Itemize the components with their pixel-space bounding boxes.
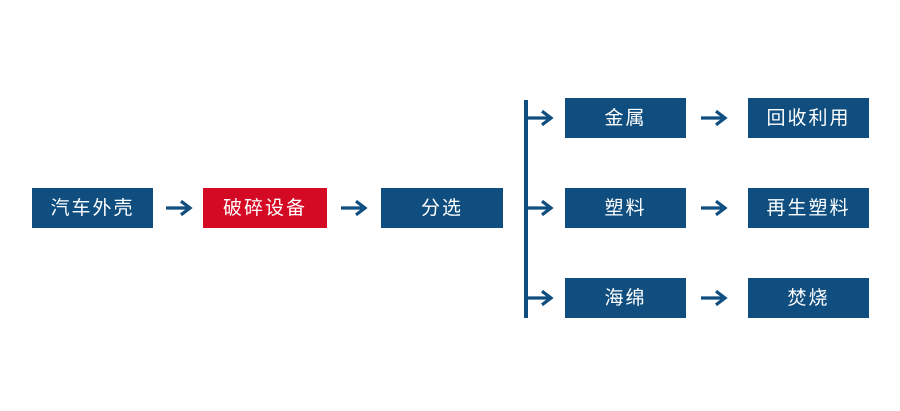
node-incinerate-label: 焚烧 [787,287,830,309]
node-recycle[interactable]: 回收利用 [748,98,869,138]
node-sorting-label: 分选 [420,197,463,219]
arrow-right-icon-1 [166,197,194,219]
node-metal-label: 金属 [604,107,647,129]
branch-bus-line [524,100,528,318]
node-sorting[interactable]: 分选 [381,188,503,228]
node-metal[interactable]: 金属 [565,98,686,138]
arrow-right-icon-2 [341,197,369,219]
node-sponge-label: 海绵 [604,287,647,309]
node-car-shell[interactable]: 汽车外壳 [32,188,153,228]
node-sponge[interactable]: 海绵 [565,278,686,318]
branch-arrow-icon-3 [527,287,555,309]
branch-arrow-icon-1 [527,107,555,129]
arrow-right-icon-4 [701,197,729,219]
node-car-shell-label: 汽车外壳 [50,197,135,219]
node-crusher-label: 破碎设备 [222,197,307,219]
branch-arrow-icon-2 [527,197,555,219]
node-crusher[interactable]: 破碎设备 [203,188,327,228]
node-recycle-label: 回收利用 [766,107,851,129]
node-regen-plastic-label: 再生塑料 [766,197,851,219]
node-plastic[interactable]: 塑料 [565,188,686,228]
node-plastic-label: 塑料 [604,197,647,219]
node-incinerate[interactable]: 焚烧 [748,278,869,318]
node-regen-plastic[interactable]: 再生塑料 [748,188,869,228]
arrow-right-icon-5 [701,287,729,309]
arrow-right-icon-3 [701,107,729,129]
